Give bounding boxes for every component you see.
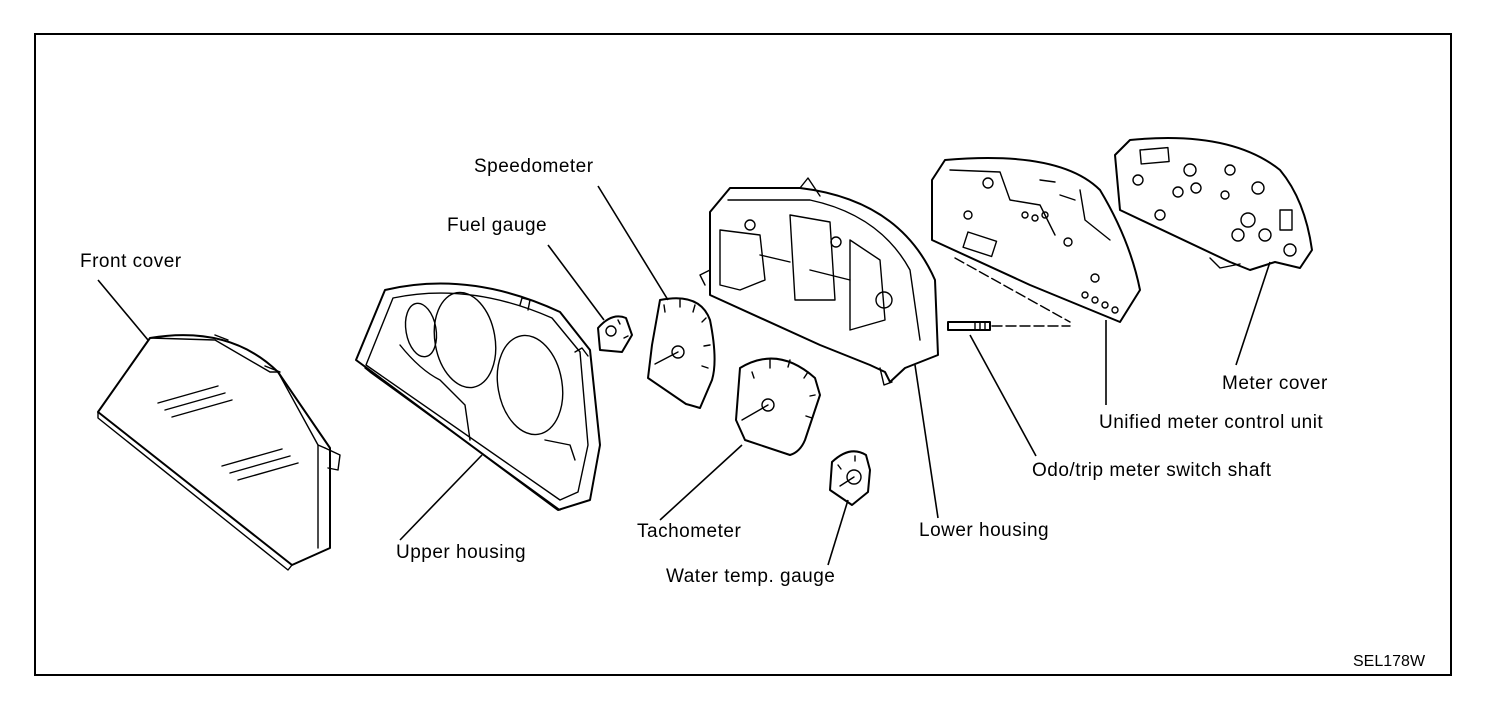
figure-frame (34, 33, 1452, 676)
figure-code: SEL178W (1353, 653, 1426, 670)
fuel-gauge-label: Fuel gauge (447, 215, 548, 236)
speedometer-part (647, 297, 716, 409)
lower-housing-part (699, 177, 939, 386)
front-cover-label: Front cover (80, 251, 182, 272)
lower-housing-label: Lower housing (919, 520, 1050, 541)
front-cover-part (97, 334, 341, 571)
meter-cover-part (1114, 137, 1313, 271)
meter-cover-label: Meter cover (1222, 373, 1328, 394)
unified-meter-control-unit-label: Unified meter control unit (1099, 412, 1324, 433)
speedometer-label: Speedometer (474, 156, 594, 177)
odo-trip-switch-shaft-part (947, 321, 1071, 331)
alignment-line (954, 257, 1071, 323)
odo-trip-switch-shaft-label: Odo/trip meter switch shaft (1032, 460, 1272, 481)
leader-lines (97, 185, 1271, 566)
upper-housing-label: Upper housing (396, 542, 527, 563)
water-temp-gauge-part (829, 450, 871, 506)
upper-housing-part (355, 282, 601, 511)
tachometer-label: Tachometer (637, 521, 742, 542)
fuel-gauge-part (597, 315, 633, 353)
tachometer-part (735, 357, 821, 456)
water-temp-gauge-label: Water temp. gauge (666, 566, 836, 587)
unified-meter-control-unit-part (931, 157, 1141, 323)
